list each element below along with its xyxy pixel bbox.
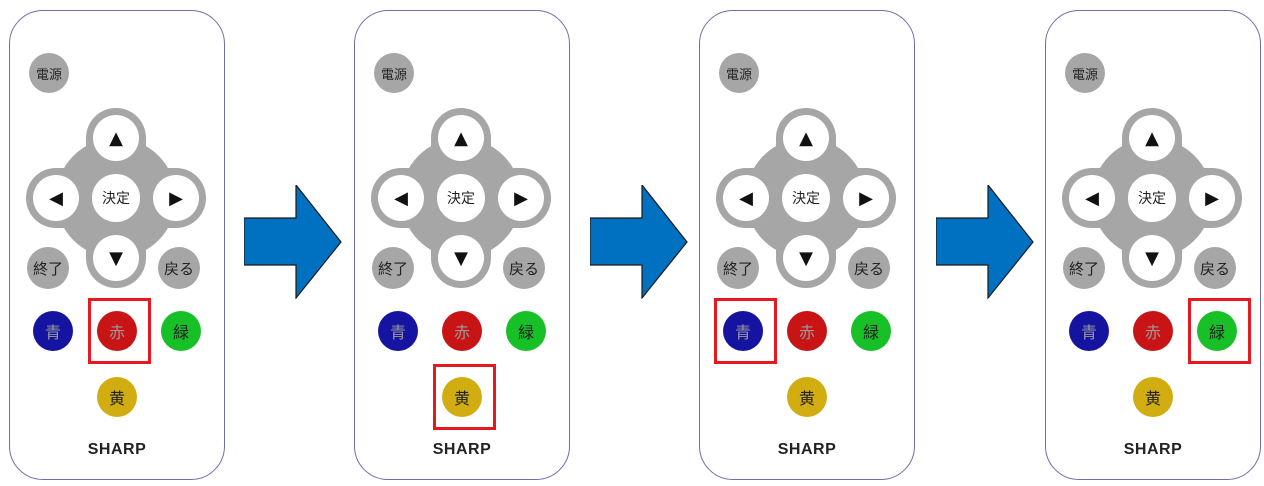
blue-button[interactable]: 青 bbox=[33, 311, 73, 351]
red-button[interactable]: 赤 bbox=[442, 311, 482, 351]
dpad: ▲ ◀ ▶ ▼ 決定 bbox=[716, 108, 896, 288]
down-arrow-button[interactable]: ▼ bbox=[783, 235, 829, 281]
power-button[interactable]: 電源 bbox=[29, 53, 69, 93]
highlight-box-red bbox=[88, 298, 151, 364]
dpad: ▲ ◀ ▶ ▼ 決定 bbox=[26, 108, 206, 288]
up-arrow-button[interactable]: ▲ bbox=[93, 115, 139, 161]
green-button[interactable]: 緑 bbox=[851, 311, 891, 351]
left-arrow-button[interactable]: ◀ bbox=[1069, 175, 1115, 221]
flow-arrow-shape bbox=[244, 185, 342, 299]
end-button[interactable]: 終了 bbox=[1063, 247, 1105, 289]
remote-control-step-1: 電源 ▲ ◀ ▶ ▼ 決定 終了 戻る 青 赤 緑 黄 SHARP bbox=[9, 10, 225, 480]
down-arrow-button[interactable]: ▼ bbox=[1129, 235, 1175, 281]
dpad: ▲ ◀ ▶ ▼ 決定 bbox=[1062, 108, 1242, 288]
back-button[interactable]: 戻る bbox=[848, 247, 890, 289]
flow-arrow-2 bbox=[590, 185, 688, 299]
blue-button[interactable]: 青 bbox=[723, 311, 763, 351]
remote-control-step-2: 電源 ▲ ◀ ▶ ▼ 決定 終了 戻る 青 赤 緑 黄 SHARP bbox=[354, 10, 570, 480]
red-button[interactable]: 赤 bbox=[1133, 311, 1173, 351]
brand-logo: SHARP bbox=[87, 441, 147, 458]
power-button[interactable]: 電源 bbox=[719, 53, 759, 93]
up-arrow-button[interactable]: ▲ bbox=[1129, 115, 1175, 161]
right-arrow-button[interactable]: ▶ bbox=[843, 175, 889, 221]
back-button[interactable]: 戻る bbox=[503, 247, 545, 289]
ok-button[interactable]: 決定 bbox=[435, 172, 487, 224]
ok-button[interactable]: 決定 bbox=[90, 172, 142, 224]
brand-logo: SHARP bbox=[1123, 441, 1183, 458]
highlight-box-blue bbox=[714, 298, 777, 364]
power-button[interactable]: 電源 bbox=[374, 53, 414, 93]
down-arrow-button[interactable]: ▼ bbox=[93, 235, 139, 281]
ok-button[interactable]: 決定 bbox=[1126, 172, 1178, 224]
up-arrow-button[interactable]: ▲ bbox=[438, 115, 484, 161]
highlight-box-green bbox=[1188, 298, 1251, 364]
ok-button[interactable]: 決定 bbox=[780, 172, 832, 224]
flow-arrow-3 bbox=[936, 185, 1034, 299]
right-arrow-button[interactable]: ▶ bbox=[1189, 175, 1235, 221]
green-button[interactable]: 緑 bbox=[161, 311, 201, 351]
flow-arrow-1 bbox=[244, 185, 342, 299]
up-arrow-button[interactable]: ▲ bbox=[783, 115, 829, 161]
dpad: ▲ ◀ ▶ ▼ 決定 bbox=[371, 108, 551, 288]
end-button[interactable]: 終了 bbox=[372, 247, 414, 289]
yellow-button[interactable]: 黄 bbox=[97, 377, 137, 417]
back-button[interactable]: 戻る bbox=[1194, 247, 1236, 289]
blue-button[interactable]: 青 bbox=[1069, 311, 1109, 351]
yellow-button[interactable]: 黄 bbox=[442, 377, 482, 417]
highlight-box-yellow bbox=[433, 364, 496, 430]
yellow-button[interactable]: 黄 bbox=[787, 377, 827, 417]
back-button[interactable]: 戻る bbox=[158, 247, 200, 289]
red-button[interactable]: 赤 bbox=[787, 311, 827, 351]
green-button[interactable]: 緑 bbox=[1197, 311, 1237, 351]
end-button[interactable]: 終了 bbox=[27, 247, 69, 289]
green-button[interactable]: 緑 bbox=[506, 311, 546, 351]
left-arrow-button[interactable]: ◀ bbox=[33, 175, 79, 221]
remote-control-step-4: 電源 ▲ ◀ ▶ ▼ 決定 終了 戻る 青 赤 緑 黄 SHARP bbox=[1045, 10, 1261, 480]
flow-arrow-shape bbox=[936, 185, 1034, 299]
power-button[interactable]: 電源 bbox=[1065, 53, 1105, 93]
right-arrow-button[interactable]: ▶ bbox=[498, 175, 544, 221]
brand-logo: SHARP bbox=[432, 441, 492, 458]
flow-arrow-shape bbox=[590, 185, 688, 299]
left-arrow-button[interactable]: ◀ bbox=[723, 175, 769, 221]
yellow-button[interactable]: 黄 bbox=[1133, 377, 1173, 417]
left-arrow-button[interactable]: ◀ bbox=[378, 175, 424, 221]
brand-logo: SHARP bbox=[777, 441, 837, 458]
right-arrow-button[interactable]: ▶ bbox=[153, 175, 199, 221]
blue-button[interactable]: 青 bbox=[378, 311, 418, 351]
down-arrow-button[interactable]: ▼ bbox=[438, 235, 484, 281]
end-button[interactable]: 終了 bbox=[717, 247, 759, 289]
red-button[interactable]: 赤 bbox=[97, 311, 137, 351]
remote-control-step-3: 電源 ▲ ◀ ▶ ▼ 決定 終了 戻る 青 赤 緑 黄 SHARP bbox=[699, 10, 915, 480]
